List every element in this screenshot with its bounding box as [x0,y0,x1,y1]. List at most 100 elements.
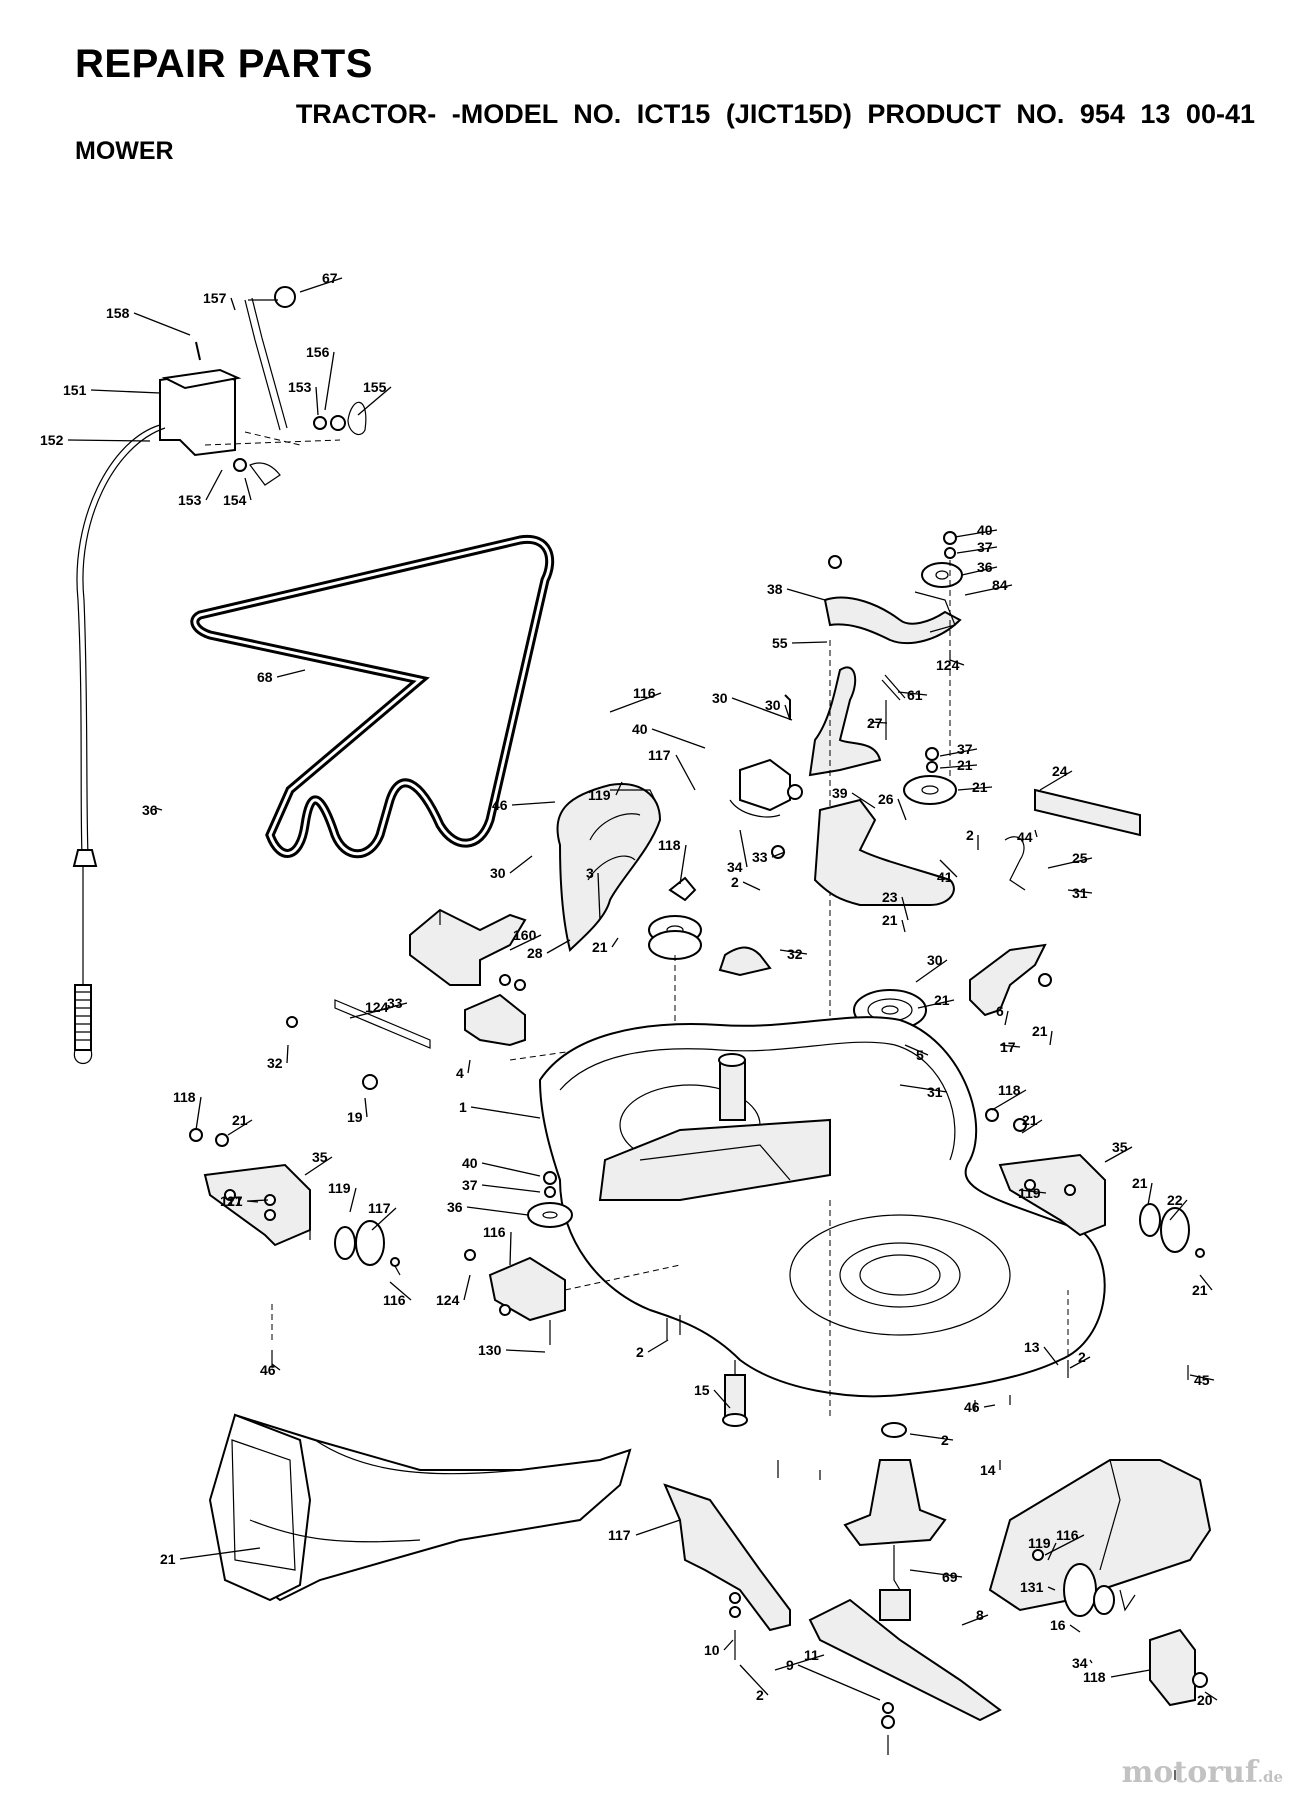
drive-belt [190,534,555,859]
callout-69: 69 [942,1569,958,1585]
callout-118: 118 [658,837,681,853]
callout-leader [742,881,761,891]
callout-leader [791,641,828,644]
callout-leader [357,386,392,416]
callout-124: 124 [936,657,960,673]
callout-leader [784,704,791,721]
callout-leader [205,469,223,501]
callout-leader [961,566,998,576]
callout-leader [723,1639,734,1651]
callout-130: 130 [478,1342,502,1358]
callout-leader [597,872,601,921]
callout-40: 40 [462,1155,478,1171]
callout-leader [505,1349,546,1353]
callout-119: 119 [1018,1185,1041,1201]
callout-32: 32 [787,946,803,962]
callout-leader [615,781,623,796]
callout-leader [1067,889,1093,894]
callout-leader [509,1231,512,1266]
callout-leader [1047,857,1093,869]
callout-37: 37 [462,1177,478,1193]
callout-116: 116 [483,1224,506,1240]
callout-leader [467,1059,471,1074]
callout-leader [371,1207,397,1231]
callout-119: 119 [1028,1535,1051,1551]
callout-2: 2 [731,874,739,890]
callout-41: 41 [937,869,953,885]
callout-leader [1110,1669,1151,1678]
callout-leader [739,1664,769,1696]
callout-20: 20 [1197,1692,1213,1708]
mower-deck [538,1016,1106,1420]
callout-153: 153 [288,379,312,395]
callout-117: 117 [220,1193,243,1209]
callout-6: 6 [996,1003,1004,1019]
callout-leader [901,919,906,933]
callout-leader [713,1389,731,1409]
callout-2: 2 [1078,1349,1086,1365]
callout-9: 9 [786,1657,794,1673]
callout-24: 24 [1052,763,1068,779]
callout-leader [481,1162,541,1177]
callout-leader [939,859,958,878]
callout-118: 118 [998,1082,1021,1098]
callout-leader [949,659,965,666]
callout-37: 37 [977,539,993,555]
hardware-misc [271,1290,1189,1480]
callout-28: 28 [527,945,543,961]
callout-leader [956,546,998,554]
callout-154: 154 [223,492,247,508]
callout-leader [286,1044,289,1064]
callout-25: 25 [1072,850,1088,866]
callout-30: 30 [490,865,506,881]
callout-leader [1047,1542,1057,1561]
callout-32: 32 [267,1055,283,1071]
callout-leader [195,1096,202,1131]
callout-21: 21 [972,779,988,795]
callout-36: 36 [447,1199,463,1215]
callout-leader [154,807,163,811]
callout-22: 22 [1167,1192,1183,1208]
callout-leader [901,896,909,921]
callout-3: 3 [586,865,594,881]
callout-leader [247,1199,269,1202]
rear-gauge-wheel [1032,1549,1208,1780]
callout-leader [389,1281,412,1301]
callout-8: 8 [976,1607,984,1623]
callout-leader [276,669,306,678]
callout-leader [897,798,907,821]
callout-5: 5 [916,1047,924,1063]
callout-40: 40 [977,522,993,538]
callout-leader [509,934,542,951]
callout-leader [1043,1346,1059,1366]
callout-leader [961,1614,989,1626]
model-subtitle: TRACTOR- -MODEL NO. ICT15 (JICT15D) PROD… [295,99,1255,129]
callout-leader [1189,1374,1215,1381]
callout-33: 33 [387,995,403,1011]
callout-21: 21 [882,912,898,928]
callout-39: 39 [832,785,848,801]
callout-leader [1089,1659,1093,1664]
callout-leader [635,1519,681,1536]
callout-46: 46 [964,1399,980,1415]
callout-36: 36 [977,559,993,575]
callout-31: 31 [1072,885,1088,901]
callout-leader [364,1097,368,1118]
callout-leader [315,386,319,416]
front-brackets [286,908,721,1090]
callout-131: 131 [1020,1579,1044,1595]
callout-156: 156 [306,344,330,360]
callout-leader [609,692,662,713]
callout-leader [1004,1010,1009,1026]
callout-2: 2 [756,1687,764,1703]
callout-leader [917,999,955,1009]
callout-leader [299,277,343,293]
callout-leader [909,1569,963,1578]
callout-11: 11 [804,1647,819,1663]
callout-17: 17 [1000,1039,1016,1055]
callout-160: 160 [513,927,537,943]
callout-30: 30 [765,697,781,713]
callout-27: 27 [867,715,883,731]
spindle-and-blades [663,1360,1002,1755]
callout-2: 2 [966,827,974,843]
